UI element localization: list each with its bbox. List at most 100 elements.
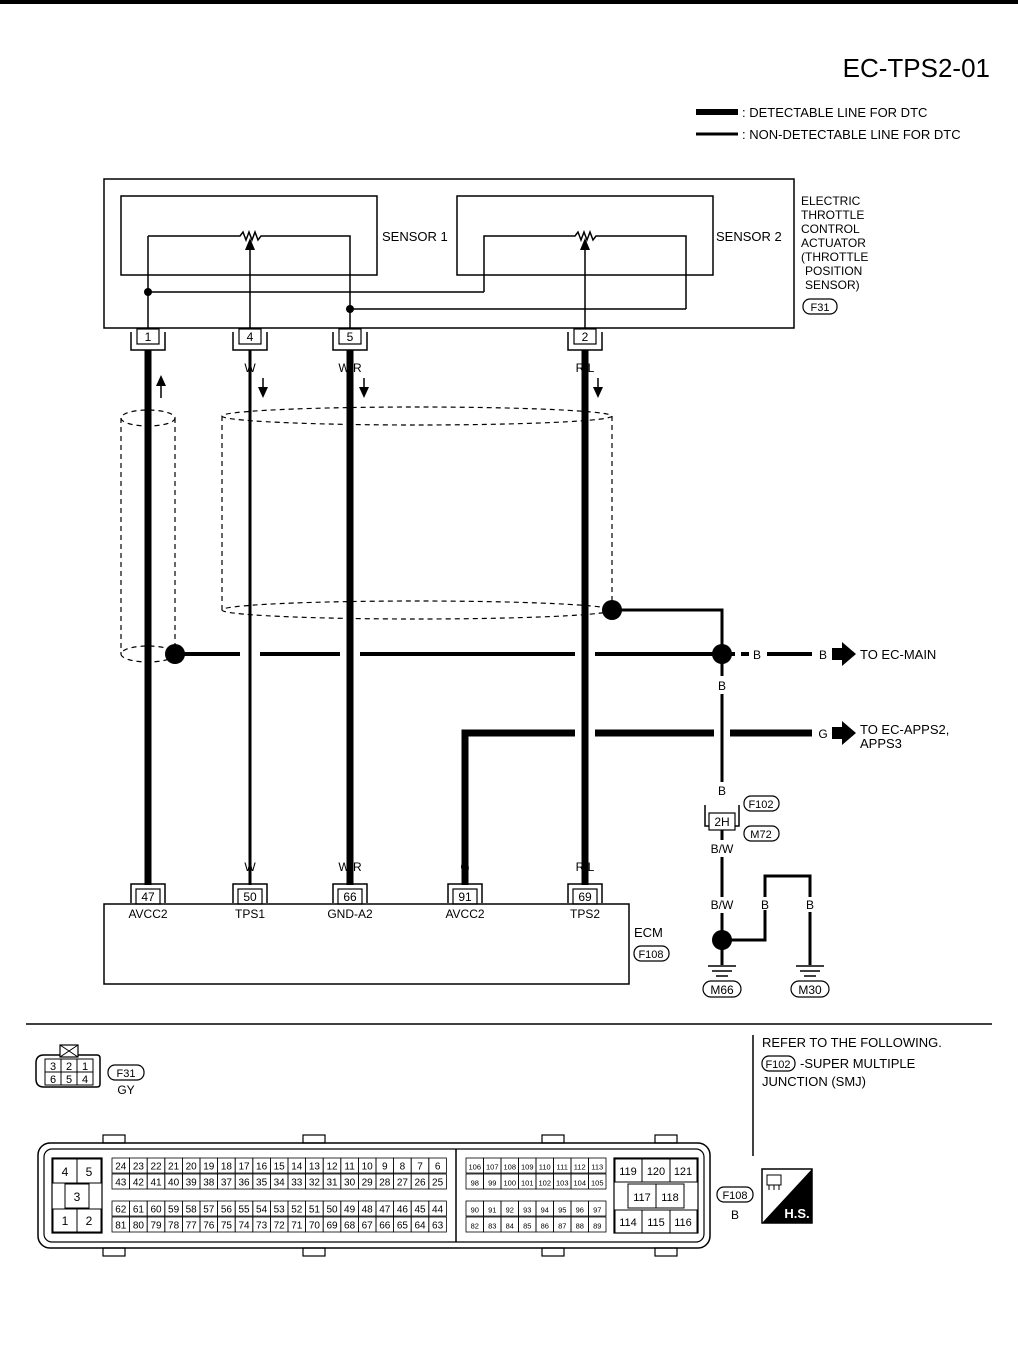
legend: : DETECTABLE LINE FOR DTC : NON-DETECTAB… (696, 105, 961, 142)
joint-connector-top-id: F102 (748, 799, 773, 811)
pin-cell-number: 66 (379, 1221, 391, 1232)
pin-cell-number: 23 (133, 1162, 145, 1173)
pin-cell-number: 7 (417, 1162, 423, 1173)
svg-text:118: 118 (661, 1192, 679, 1204)
pin-cell-number: 65 (397, 1221, 409, 1232)
svg-text:120: 120 (647, 1166, 665, 1178)
ecm-connector-badge (633, 945, 670, 962)
shield-outlines (120, 406, 613, 663)
arrow-up-icon (156, 375, 166, 386)
ecm-face-id: F108 (722, 1190, 747, 1202)
pin-cell-number: 70 (309, 1221, 321, 1232)
pin-cell-number: 14 (291, 1162, 303, 1173)
wire-color-label: B (718, 679, 726, 693)
ground-icon (708, 965, 736, 977)
svg-text:5: 5 (66, 1074, 72, 1086)
refer-note: REFER TO THE FOLLOWING. F102 -SUPER MULT… (761, 1035, 942, 1089)
pin-cell-number: 19 (203, 1162, 215, 1173)
pin-cell-number: 81 (115, 1221, 127, 1232)
pin-cell (428, 1216, 447, 1233)
pin-cell-number: 96 (576, 1206, 584, 1215)
pin-cell-number: 10 (362, 1162, 374, 1173)
to-ec-apps-label[interactable]: TO EC-APPS2, APPS3 (860, 722, 953, 751)
refer-line2: -SUPER MULTIPLE (800, 1056, 916, 1071)
svg-text:6: 6 (50, 1074, 56, 1086)
pin-number: 4 (247, 330, 254, 344)
pin-cell-number: 79 (150, 1221, 162, 1232)
arrow-right-icon (832, 642, 856, 666)
ground-2-id: M30 (798, 983, 822, 997)
ecm-pin-47: 47 (130, 883, 166, 905)
pin-cell-number: 22 (150, 1162, 162, 1173)
shield1-splice (165, 644, 185, 664)
wire-g-avcc2 (461, 729, 575, 885)
pin-cell-number: 63 (432, 1221, 444, 1232)
svg-text:114: 114 (619, 1217, 637, 1229)
pin-cell-number: 44 (432, 1205, 444, 1216)
pin-cell-number: 103 (556, 1179, 569, 1188)
sensor2-wiper-arrow (580, 238, 590, 250)
svg-text:3: 3 (74, 1190, 81, 1204)
ecm-face-color: B (731, 1208, 739, 1222)
sensor1-resistor (148, 229, 351, 309)
ecm-label: ECM (634, 925, 663, 940)
pin-number: 91 (458, 890, 472, 904)
to-ec-main-label[interactable]: TO EC-MAIN (860, 647, 936, 662)
pin-cell-number: 37 (221, 1178, 233, 1189)
f31-face-color: GY (117, 1083, 134, 1097)
pin-cell-number: 32 (309, 1178, 321, 1189)
sensor2-resistor (483, 229, 687, 309)
pin-cell-number: 11 (344, 1162, 355, 1173)
pin-cell-number: 62 (115, 1205, 127, 1216)
pin-number: 2 (582, 330, 589, 344)
pin-cell (588, 1157, 607, 1174)
pin-cell-number: 48 (362, 1205, 374, 1216)
sensor1-wiper-arrow (245, 238, 255, 250)
pin-cell-number: 25 (432, 1178, 444, 1189)
pin-cell-number: 73 (256, 1221, 268, 1232)
pin-cell-number: 101 (521, 1179, 534, 1188)
pin-cell-number: 30 (344, 1178, 356, 1189)
svg-text:5: 5 (86, 1165, 93, 1179)
pin-cell-number: 20 (186, 1162, 198, 1173)
refer-line1: REFER TO THE FOLLOWING. (762, 1035, 942, 1050)
pin-cell-number: 16 (256, 1162, 268, 1173)
pin-cell-number: 9 (382, 1162, 388, 1173)
pin-cell-number: 106 (468, 1163, 481, 1172)
pin-cell-number: 108 (503, 1163, 516, 1172)
joint-connector: 2H F102 M72 (704, 795, 780, 842)
wire-color-label: G (818, 727, 827, 741)
pin-cell-number: 54 (256, 1205, 268, 1216)
pin-cell-number: 41 (150, 1178, 162, 1189)
pin-cell-number: 82 (471, 1222, 479, 1231)
pin-cell-number: 111 (557, 1163, 568, 1172)
ground-badge (702, 980, 742, 998)
joint-connector-bottom-id: M72 (750, 829, 771, 841)
ecm-pin-69: 69 (567, 883, 603, 905)
pin-cell-number: 27 (397, 1178, 409, 1189)
pin-cell-number: 105 (591, 1179, 604, 1188)
pin-cell-number: 46 (397, 1205, 409, 1216)
pin-cell-number: 59 (168, 1205, 180, 1216)
pin-cell-number: 80 (133, 1221, 145, 1232)
pin-cell-number: 36 (238, 1178, 250, 1189)
pin-cell-number: 38 (203, 1178, 215, 1189)
pin-cell-number: 90 (471, 1206, 479, 1215)
pin-number: 66 (343, 890, 357, 904)
wire-color-label: R/L (576, 860, 595, 874)
wire-color-label: B (819, 648, 827, 662)
pin-cell-number: 75 (221, 1221, 233, 1232)
pin-number: 5 (347, 330, 354, 344)
pin-cell-number: 83 (488, 1222, 496, 1231)
pin-cell-number: 94 (541, 1206, 549, 1215)
pin-cell-number: 40 (168, 1178, 180, 1189)
supply-splice (144, 288, 152, 296)
arrow-down-icon (359, 387, 369, 398)
pin-cell-number: 39 (186, 1178, 198, 1189)
pin-cell-number: 57 (203, 1205, 215, 1216)
ecm-pin-name: AVCC2 (128, 907, 167, 921)
pin-cell-number: 51 (309, 1205, 321, 1216)
pin-cell-number: 98 (471, 1179, 479, 1188)
